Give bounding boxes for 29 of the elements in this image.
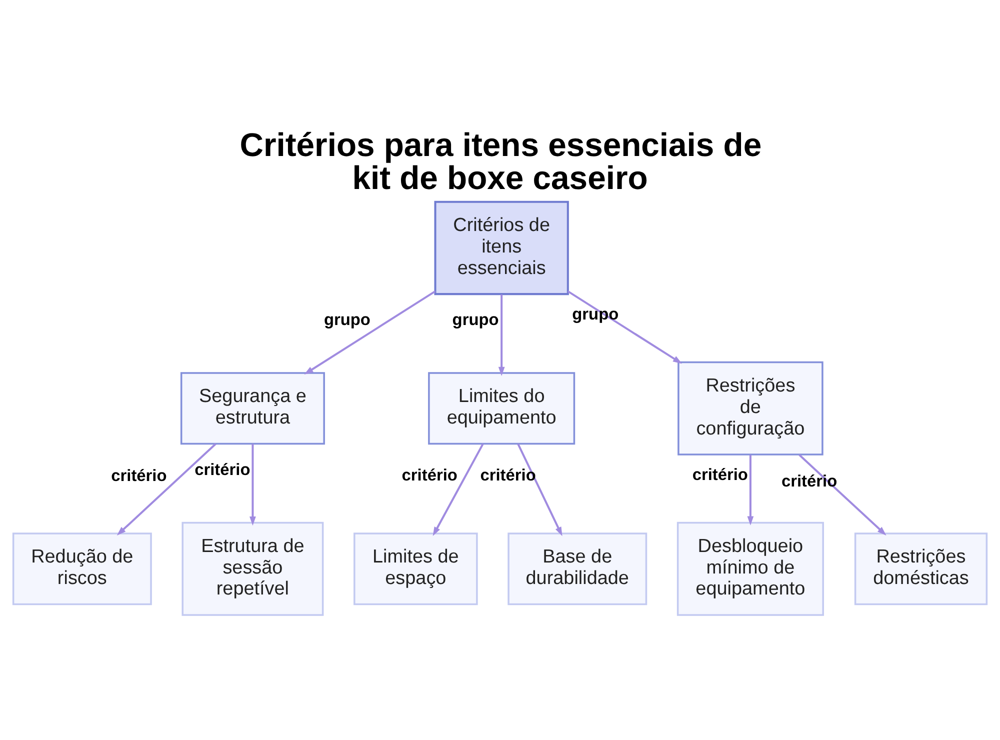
diagram-title: Critérios para itens essenciais de kit de boxe caseiro [240, 126, 762, 196]
arrow [304, 290, 436, 374]
edge-label: critério [402, 466, 458, 484]
edge-label: critério [692, 466, 748, 484]
arrow [250, 443, 256, 526]
node-box: Desbloqueio mínimo de equipamento [676, 521, 824, 616]
arrow [567, 290, 682, 364]
node-box: Segurança e estrutura [180, 372, 325, 444]
node-box: Restrições de configuração [678, 360, 824, 455]
arrow [116, 442, 216, 535]
node-box: Limites do equipamento [428, 372, 576, 444]
node-box: Estrutura de sessão repetível [182, 521, 324, 616]
edge-label: critério [480, 466, 536, 484]
arrow [517, 442, 562, 536]
arrow [498, 294, 505, 376]
node-box: Redução de riscos [12, 532, 152, 605]
arrow [747, 454, 754, 525]
edge-label: grupo [572, 304, 619, 323]
edge-label: grupo [452, 310, 499, 329]
node-box: Restrições domésticas [854, 532, 988, 605]
edge-label: grupo [324, 310, 370, 328]
edge-label: critério [111, 466, 167, 485]
edge-label: critério [194, 460, 250, 478]
node-box: Critérios de itens essenciais [434, 200, 569, 295]
arrow [432, 442, 484, 536]
node-box: Limites de espaço [354, 532, 478, 605]
arrow [798, 454, 886, 535]
node-box: Base de durabilidade [508, 532, 648, 605]
edge-label: critério [782, 472, 838, 490]
